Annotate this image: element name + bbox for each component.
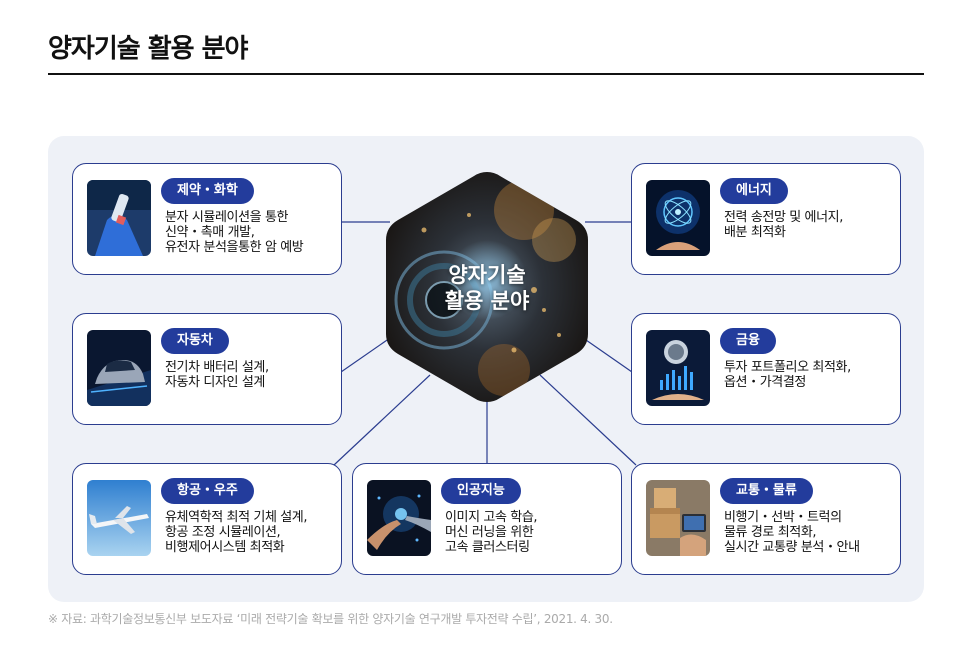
card-ai: 인공지능 이미지 고속 학습, 머신 러닝을 위한 고속 클러스터링	[352, 463, 622, 575]
tag-finance: 금융	[720, 328, 776, 354]
desc-auto: 전기차 배터리 설계, 자동차 디자인 설계	[165, 360, 269, 390]
tag-ai: 인공지능	[441, 478, 521, 504]
card-pharma: 제약・화학 분자 시뮬레이션을 통한 신약・촉매 개발, 유전자 분석을통한 암…	[72, 163, 342, 275]
ai-hand-photo-icon	[367, 480, 431, 556]
tag-energy: 에너지	[720, 178, 788, 204]
energy-lightbulb-photo-icon	[646, 180, 710, 256]
title-divider	[48, 73, 924, 75]
desc-energy: 전력 송전망 및 에너지, 배분 최적화	[724, 210, 843, 240]
tag-logistics: 교통・물류	[720, 478, 813, 504]
finance-chart-photo-icon	[646, 330, 710, 406]
page-title: 양자기술 활용 분야	[48, 34, 248, 64]
desc-pharma: 분자 시뮬레이션을 통한 신약・촉매 개발, 유전자 분석을통한 암 예방	[165, 210, 304, 255]
center-label: 양자기술 활용 분야	[384, 262, 590, 314]
card-auto: 자동차 전기차 배터리 설계, 자동차 디자인 설계	[72, 313, 342, 425]
desc-ai: 이미지 고속 학습, 머신 러닝을 위한 고속 클러스터링	[445, 510, 538, 555]
tag-auto: 자동차	[161, 328, 229, 354]
desc-logistics: 비행기・선박・트럭의 물류 경로 최적화, 실시간 교통량 분석・안내	[724, 510, 860, 555]
center-label-line1: 양자기술	[448, 263, 526, 287]
card-energy: 에너지 전력 송전망 및 에너지, 배분 최적화	[631, 163, 901, 275]
car-photo-icon	[87, 330, 151, 406]
tag-aero: 항공・우주	[161, 478, 254, 504]
pharma-lab-photo-icon	[87, 180, 151, 256]
card-aero: 항공・우주 유체역학적 최적 기체 설계, 항공 조정 시뮬레이션, 비행제어시…	[72, 463, 342, 575]
center-hexagon	[384, 170, 590, 404]
airplane-photo-icon	[87, 480, 151, 556]
card-logistics: 교통・물류 비행기・선박・트럭의 물류 경로 최적화, 실시간 교통량 분석・안…	[631, 463, 901, 575]
desc-aero: 유체역학적 최적 기체 설계, 항공 조정 시뮬레이션, 비행제어시스템 최적화	[165, 510, 308, 555]
center-label-line2: 활용 분야	[444, 289, 530, 313]
desc-finance: 투자 포트폴리오 최적화, 옵션・가격결정	[724, 360, 851, 390]
logistics-box-photo-icon	[646, 480, 710, 556]
source-footnote: ※ 자료: 과학기술정보통신부 보도자료 ‘미래 전략기술 확보를 위한 양자기…	[48, 612, 613, 626]
card-finance: 금융 투자 포트폴리오 최적화, 옵션・가격결정	[631, 313, 901, 425]
tag-pharma: 제약・화학	[161, 178, 254, 204]
